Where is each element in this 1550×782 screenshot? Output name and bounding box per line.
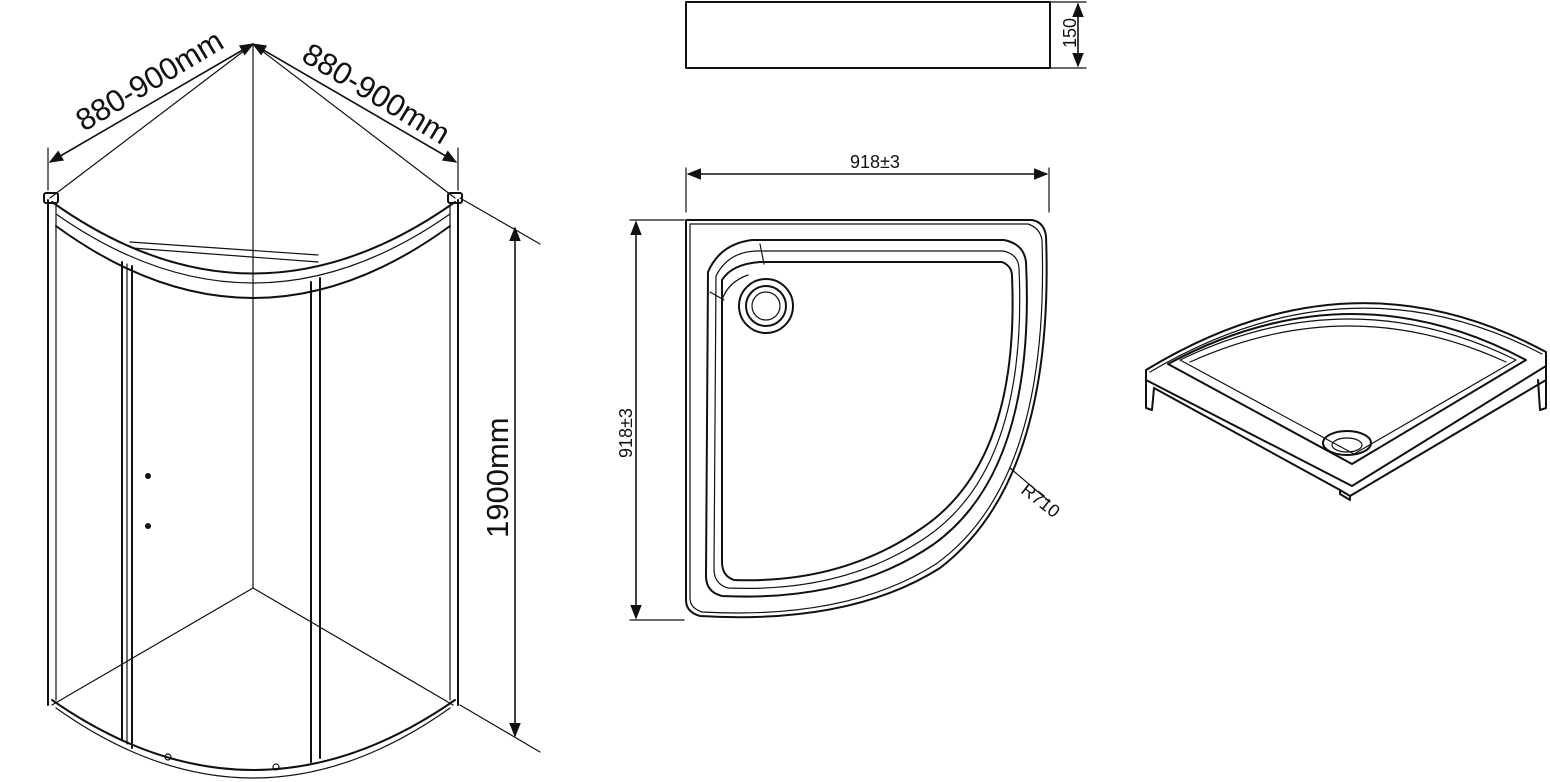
enclosure-height-label: 1900mm	[480, 417, 515, 538]
tray-top-view	[629, 167, 1051, 621]
tray-side-view	[685, 1, 1087, 69]
tray-radius-label: R710	[1018, 479, 1064, 521]
enclosure-width-right-label: 880-900mm	[296, 36, 456, 151]
tray-width-label: 918±3	[850, 152, 900, 172]
tray-perspective-view	[1145, 302, 1547, 501]
tray-depth-label: 918±3	[616, 408, 636, 458]
tray-height-label: 150	[1060, 18, 1080, 48]
shower-enclosure	[43, 43, 541, 779]
